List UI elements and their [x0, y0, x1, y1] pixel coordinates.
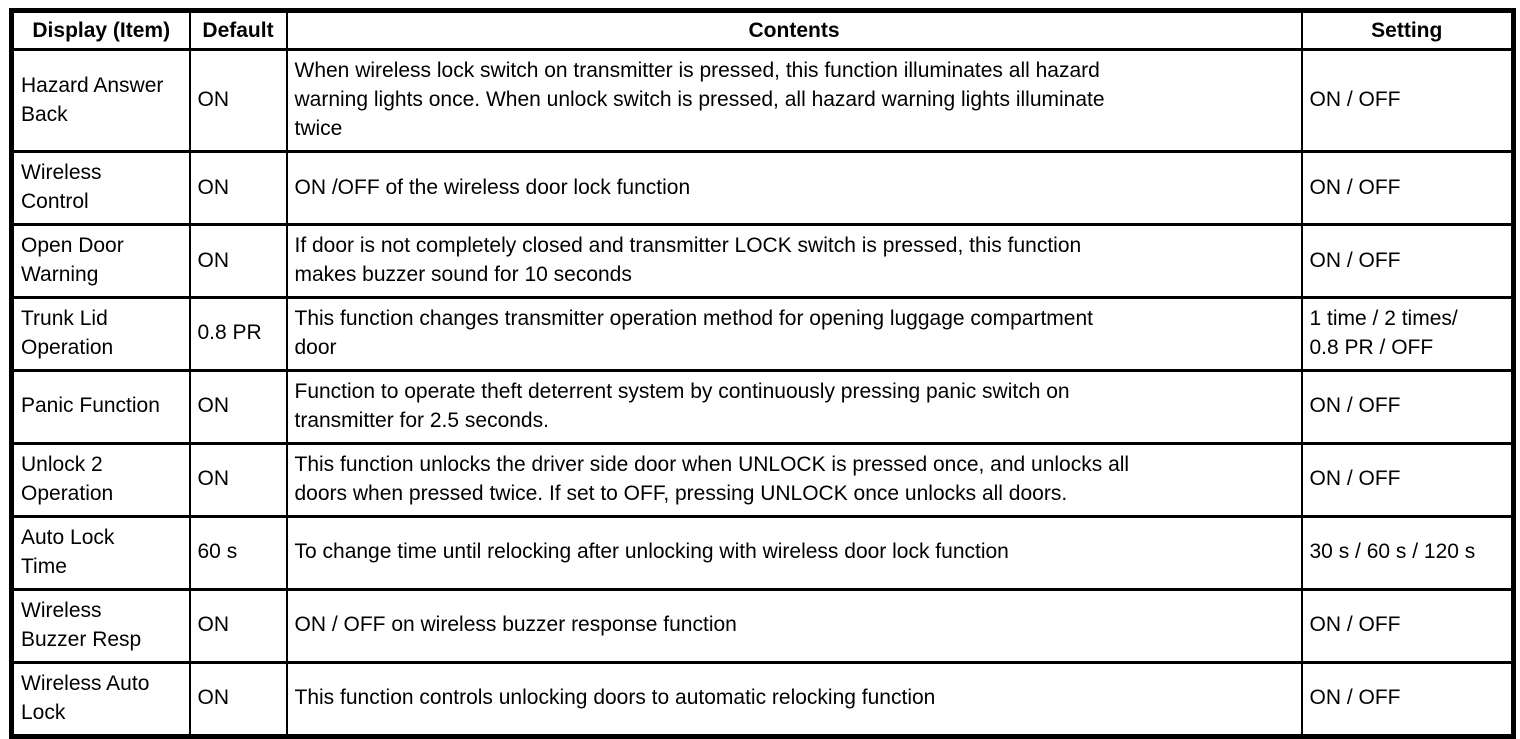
default-cell: ON: [188, 223, 288, 299]
item-cell: Unlock 2 Operation: [10, 441, 191, 518]
default-cell: ON: [188, 48, 288, 154]
header-display-item: Display (Item): [10, 8, 191, 52]
default-cell: ON: [188, 660, 288, 738]
default-cell: ON: [188, 150, 288, 227]
default-cell: 60 s: [188, 514, 288, 591]
item-cell: Wireless Buzzer Resp: [10, 587, 191, 664]
wireless-settings-table: Display (Item) Default Contents Setting …: [9, 8, 1516, 739]
setting-cell: ON / OFF: [1300, 660, 1515, 738]
contents-cell: This function unlocks the driver side do…: [285, 441, 1303, 518]
item-cell: Hazard Answer Back: [10, 48, 191, 154]
setting-cell: ON / OFF: [1300, 150, 1515, 227]
contents-cell: This function controls unlocking doors t…: [285, 660, 1303, 738]
default-cell: ON: [188, 587, 288, 664]
header-default: Default: [188, 8, 288, 52]
contents-cell: To change time until relocking after unl…: [285, 514, 1303, 591]
item-cell: Trunk Lid Operation: [10, 295, 191, 372]
table-header: Display (Item) Default Contents Setting: [10, 8, 1515, 52]
contents-cell: ON /OFF of the wireless door lock functi…: [285, 150, 1303, 227]
header-setting: Setting: [1300, 8, 1515, 52]
header-row: Display (Item) Default Contents Setting: [10, 8, 1515, 52]
item-cell: Panic Function: [10, 368, 191, 445]
item-cell: Wireless Control: [10, 150, 191, 227]
setting-cell: ON / OFF: [1300, 368, 1515, 445]
default-cell: ON: [188, 368, 288, 445]
setting-cell: 1 time / 2 times/ 0.8 PR / OFF: [1300, 295, 1515, 372]
default-cell: ON: [188, 441, 288, 518]
setting-cell: ON / OFF: [1300, 223, 1515, 299]
contents-cell: This function changes transmitter operat…: [285, 295, 1303, 372]
contents-cell: If door is not completely closed and tra…: [285, 223, 1303, 299]
setting-cell: ON / OFF: [1300, 48, 1515, 154]
contents-cell: ON / OFF on wireless buzzer response fun…: [285, 587, 1303, 664]
contents-cell: When wireless lock switch on transmitter…: [285, 48, 1303, 154]
header-contents: Contents: [285, 8, 1303, 52]
setting-cell: ON / OFF: [1300, 441, 1515, 518]
contents-cell: Function to operate theft deterrent syst…: [285, 368, 1303, 445]
setting-cell: ON / OFF: [1300, 587, 1515, 664]
item-cell: Auto Lock Time: [10, 514, 191, 591]
default-cell: 0.8 PR: [188, 295, 288, 372]
item-cell: Open Door Warning: [10, 223, 191, 299]
item-cell: Wireless Auto Lock: [10, 660, 191, 738]
setting-cell: 30 s / 60 s / 120 s: [1300, 514, 1515, 591]
